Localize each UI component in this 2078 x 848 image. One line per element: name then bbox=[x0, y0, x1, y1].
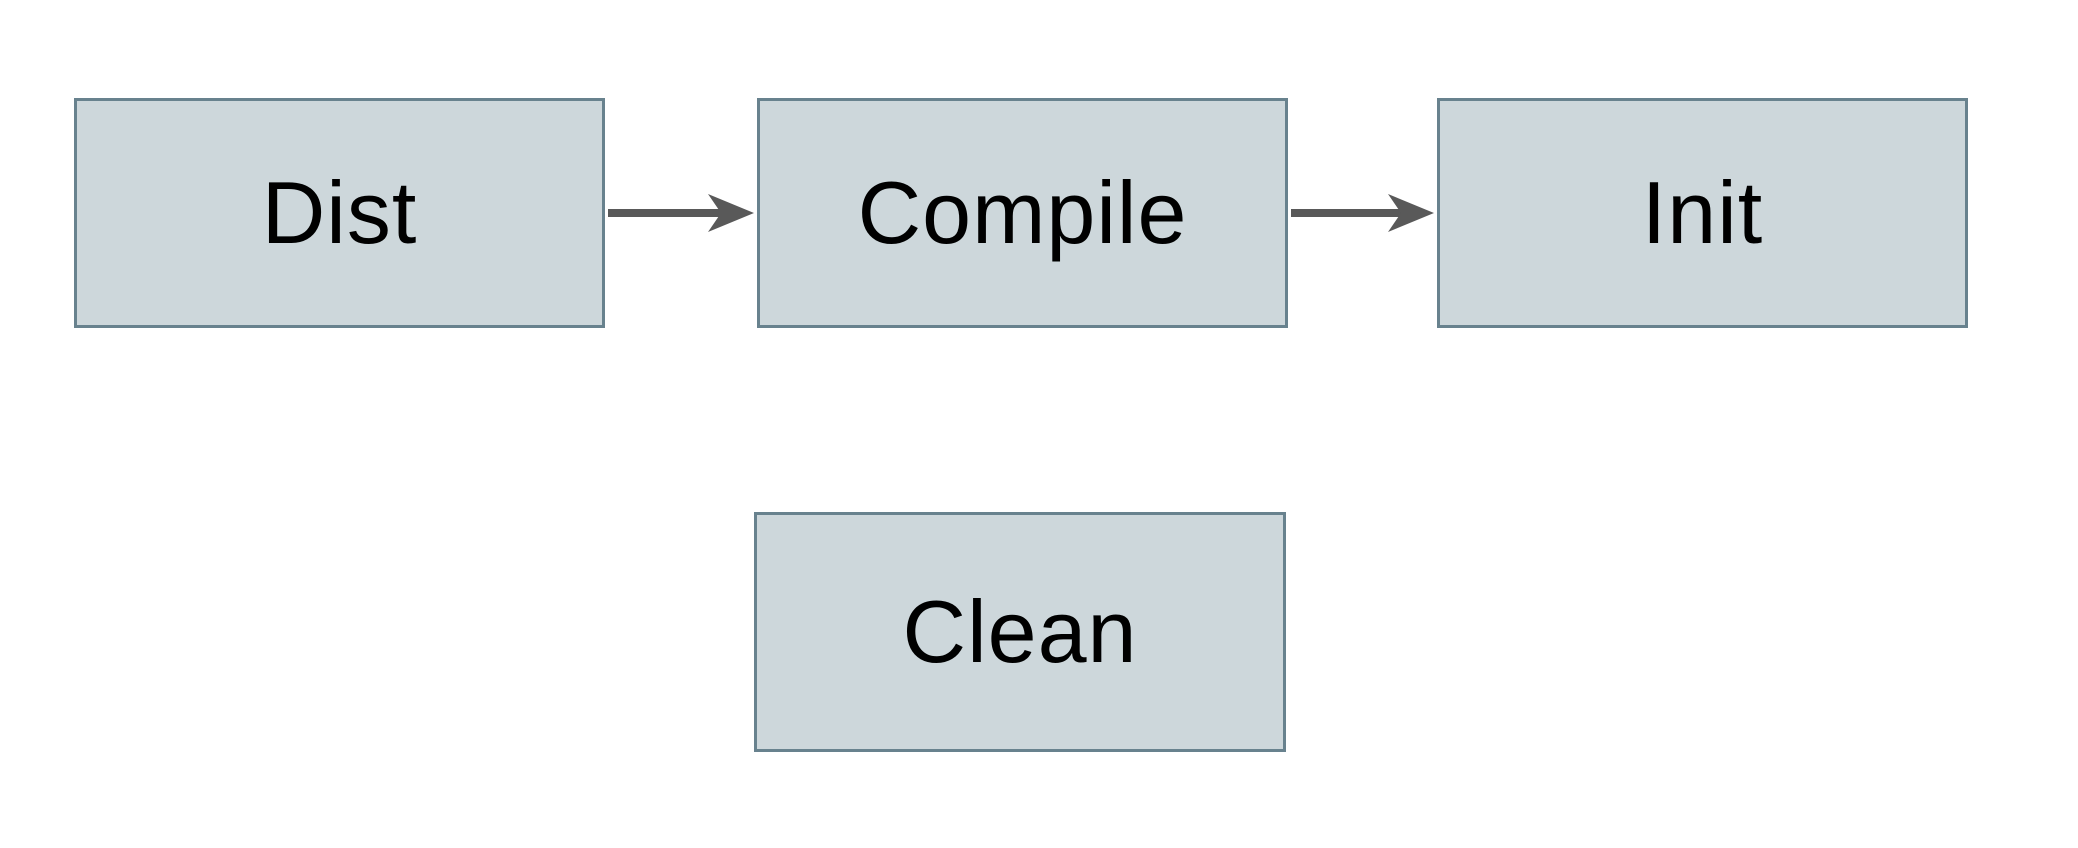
node-init-label: Init bbox=[1641, 163, 1764, 262]
node-dist[interactable]: Dist bbox=[74, 98, 605, 328]
node-init[interactable]: Init bbox=[1437, 98, 1968, 328]
node-clean-label: Clean bbox=[902, 582, 1138, 681]
node-compile-label: Compile bbox=[857, 163, 1188, 262]
node-compile[interactable]: Compile bbox=[757, 98, 1288, 328]
arrow-compile-to-init bbox=[1291, 194, 1434, 232]
node-clean[interactable]: Clean bbox=[754, 512, 1286, 752]
arrow-dist-to-compile bbox=[608, 194, 754, 232]
node-dist-label: Dist bbox=[261, 163, 418, 262]
